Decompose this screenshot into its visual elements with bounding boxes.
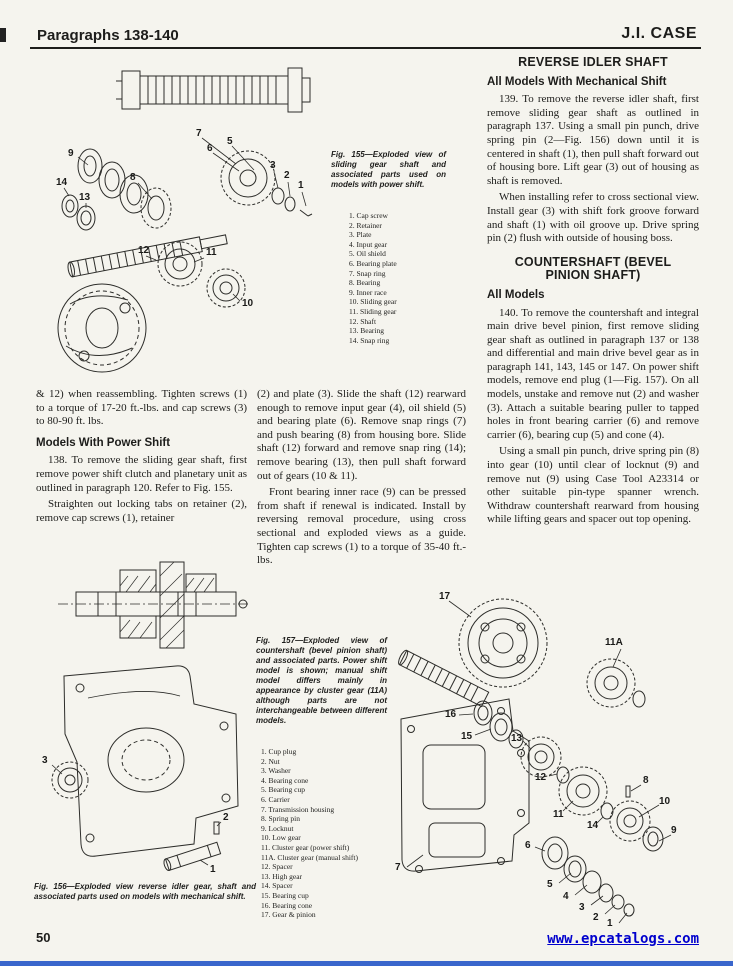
header-rule: [30, 47, 701, 49]
fig155-callout: 11: [206, 247, 217, 258]
paragraph-continuation: & 12) when reassembling. Tighten screws …: [36, 388, 247, 428]
part-item: 11. Cluster gear (power shift): [261, 842, 350, 852]
fig155-callout: 10: [242, 298, 254, 309]
part-item: 2. Retainer: [349, 220, 382, 230]
heading-models-with-power-shift: Models With Power Shift: [36, 436, 171, 449]
fig157-callout: 15: [461, 731, 473, 742]
fig157-callout: 14: [587, 820, 599, 831]
fig156-callout: 2: [223, 812, 229, 823]
fig157-callout: 12: [535, 772, 547, 783]
paragraph-138: 138. To remove the sliding gear shaft, f…: [36, 454, 247, 494]
part-item: 13. Bearing: [349, 326, 384, 336]
part-item: 13. High gear: [261, 871, 303, 881]
fig157-caption: Fig. 157—Exploded view of countershaft (…: [256, 636, 387, 725]
fig157-callout: 11: [553, 809, 564, 820]
fig157-callout: 16: [445, 709, 457, 720]
part-item: 9. Locknut: [261, 823, 294, 833]
fig155-callout: 3: [270, 160, 276, 171]
fig157-callout: 7: [395, 862, 401, 873]
part-item: 8. Bearing: [349, 278, 381, 288]
fig157-callout: 9: [671, 825, 677, 836]
scan-artifact: [0, 28, 6, 42]
fig155-callout: 6: [207, 143, 213, 154]
page-number: 50: [36, 930, 51, 945]
part-item: 8. Spring pin: [261, 814, 300, 824]
part-item: 3. Washer: [261, 766, 291, 776]
section-heading-countershaft: COUNTERSHAFT (BEVEL PINION SHAFT): [514, 254, 672, 283]
section-heading-reverse-idler-shaft: REVERSE IDLER SHAFT: [518, 55, 668, 69]
fig157-callout: 3: [579, 902, 585, 913]
part-item: 12. Spacer: [261, 862, 293, 872]
part-item: 14. Snap ring: [349, 335, 390, 345]
paragraph-138-continued: Straighten out locking tabs on retainer …: [36, 498, 247, 524]
epcatalogs-link[interactable]: www.epcatalogs.com: [547, 931, 699, 947]
fig155-callout: 7: [196, 128, 202, 139]
fig156-callout: 3: [42, 755, 48, 766]
part-item: 15. Bearing cup: [261, 890, 309, 900]
part-item: 16. Bearing cone: [261, 900, 313, 910]
fig157-callout: 6: [525, 840, 531, 851]
part-item: 7. Transmission housing: [261, 804, 335, 814]
subheading-all-models: All Models: [487, 288, 545, 301]
fig155-callout: 9: [68, 148, 74, 159]
part-item: 11. Sliding gear: [349, 306, 397, 316]
fig157-exploded-diagram: 17 11A 16 15 8 13 12 14 11 10 9 7 6 5 4 …: [395, 591, 677, 928]
fig155-callout: 8: [130, 172, 136, 183]
part-item: 5. Oil shield: [349, 249, 386, 259]
part-item: 2. Nut: [261, 756, 280, 766]
fig156-callout: 1: [210, 864, 216, 875]
header-brand: J.I. CASE: [621, 25, 697, 42]
right-column: REVERSE IDLER SHAFT All Models With Mech…: [487, 54, 699, 530]
fig157-callout: 4: [563, 891, 569, 902]
paragraph-140: 140. To remove the countershaft and inte…: [487, 306, 699, 441]
fig157-callout: 17: [439, 591, 451, 602]
part-item: 4. Bearing cone: [261, 775, 309, 785]
bottom-blue-bar: [0, 961, 733, 966]
fig155-callout: 13: [79, 192, 91, 203]
fig157-callout: 1: [607, 918, 613, 928]
part-item: 5. Bearing cup: [261, 785, 305, 795]
paragraph-139-install: When installing refer to cross sectional…: [487, 191, 699, 245]
fig157-parts-list: 1. Cup plug 2. Nut 3. Washer 4. Bearing …: [261, 747, 387, 920]
part-item: 9. Inner race: [349, 287, 387, 297]
paragraph-140-continued: Using a small pin punch, drive spring pi…: [487, 445, 699, 526]
fig156-diagram: 3 2 1: [42, 561, 250, 875]
fig157-callout: 5: [547, 879, 553, 890]
part-item: 1. Cup plug: [261, 747, 297, 756]
fig155-callout: 5: [227, 136, 233, 147]
fig157-callout: 11A: [605, 637, 623, 648]
part-item: 10. Sliding gear: [349, 297, 397, 307]
part-item: 3. Plate: [349, 230, 372, 240]
part-item: 11A. Cluster gear (manual shift): [261, 852, 358, 862]
fig155-exploded-diagram: 9 7 6 5 3 2 1 14 13 8 12 11 10: [56, 67, 313, 373]
fig157-callout: 13: [511, 733, 523, 744]
subheading-all-models-mechanical: All Models With Mechanical Shift: [487, 75, 667, 88]
fig155-callout: 14: [56, 177, 68, 188]
part-item: 10. Low gear: [261, 833, 301, 843]
fig155-callout: 12: [138, 245, 150, 256]
part-item: 17. Gear & pinion: [261, 910, 316, 920]
header-paragraphs: Paragraphs 138-140: [37, 27, 179, 44]
fig155-caption: Fig. 155—Exploded view of sliding gear s…: [331, 150, 446, 189]
part-item: 6. Bearing plate: [349, 258, 397, 268]
paragraph-139: 139. To remove the reverse idler shaft, …: [487, 93, 699, 187]
paragraph-middle-1: (2) and plate (3). Slide the shaft (12) …: [257, 388, 466, 482]
part-item: 6. Carrier: [261, 794, 290, 804]
fig156-caption: Fig. 156—Exploded view reverse idler gea…: [34, 882, 256, 901]
fig155-parts-list: 1. Cap screw 2. Retainer 3. Plate 4. Inp…: [349, 211, 441, 345]
fig157-callout: 8: [643, 775, 649, 786]
fig155-callout: 1: [298, 180, 304, 191]
part-item: 12. Shaft: [349, 316, 377, 326]
part-item: 7. Snap ring: [349, 268, 386, 278]
middle-column: (2) and plate (3). Slide the shaft (12) …: [257, 388, 466, 571]
part-item: 4. Input gear: [349, 239, 388, 249]
left-column: & 12) when reassembling. Tighten screws …: [36, 388, 247, 528]
fig157-callout: 2: [593, 912, 599, 923]
part-item: 14. Spacer: [261, 881, 293, 891]
part-item: 1. Cap screw: [349, 211, 388, 220]
fig157-callout: 10: [659, 796, 671, 807]
fig155-callout: 2: [284, 170, 290, 181]
paragraph-middle-2: Front bearing inner race (9) can be pres…: [257, 486, 466, 567]
